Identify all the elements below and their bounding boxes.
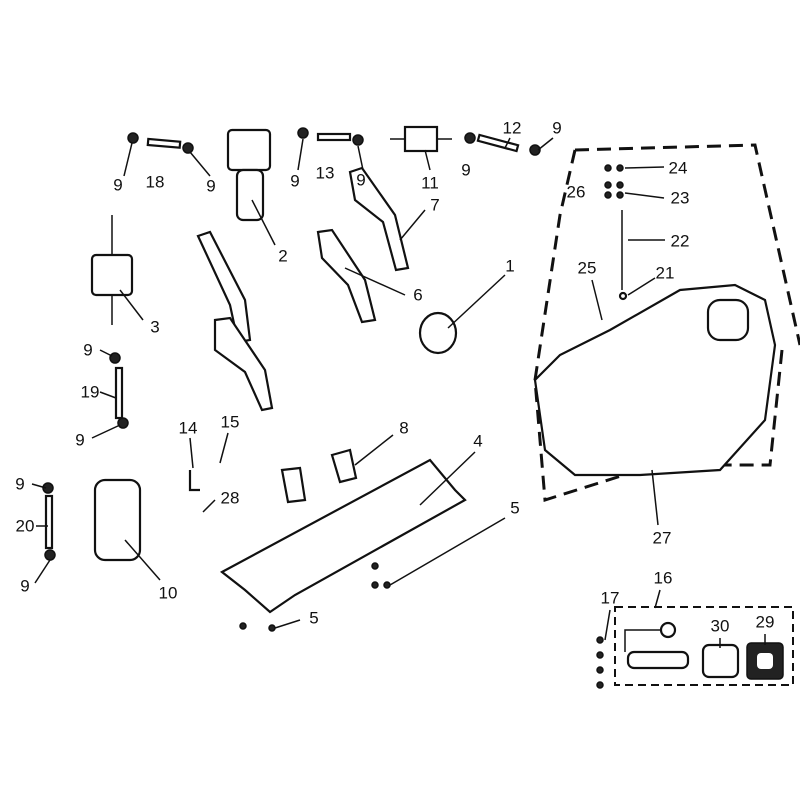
- pad-8b: [330, 448, 358, 484]
- callout-9: 9: [206, 176, 216, 196]
- callout-26: 26: [566, 182, 586, 202]
- callout-27: 27: [652, 528, 672, 548]
- callout-17: 17: [600, 588, 620, 608]
- callout-20: 20: [15, 516, 35, 536]
- callout-5: 5: [510, 498, 520, 518]
- callout-9: 9: [552, 118, 562, 138]
- sender-group-box: [614, 606, 794, 686]
- callout-14: 14: [178, 418, 198, 438]
- callout-30: 30: [710, 616, 730, 636]
- callout-21: 21: [655, 263, 675, 283]
- callout-9: 9: [20, 576, 30, 596]
- inline-filter-11: [390, 125, 452, 153]
- callout-5: 5: [309, 608, 319, 628]
- pad-8a: [280, 466, 307, 504]
- callout-18: 18: [145, 172, 165, 192]
- skid-plate-4: [219, 458, 467, 614]
- callout-19: 19: [80, 382, 100, 402]
- fuel-filter-2: [226, 128, 272, 222]
- callout-9: 9: [356, 170, 366, 190]
- callout-11: 11: [421, 173, 439, 193]
- fuel-cap-1: [418, 311, 458, 355]
- callout-6: 6: [413, 285, 423, 305]
- callout-3: 3: [150, 317, 160, 337]
- callout-9: 9: [461, 160, 471, 180]
- fuel-pump-3: [90, 215, 134, 325]
- callout-9: 9: [290, 171, 300, 191]
- callout-28: 28: [220, 488, 240, 508]
- callout-23: 23: [670, 188, 690, 208]
- callout-29: 29: [755, 612, 775, 632]
- fuel-sender-16: [624, 621, 690, 670]
- screws-17: [596, 636, 604, 689]
- callout-7: 7: [430, 195, 440, 215]
- tank-straps: [196, 166, 410, 412]
- bolts-5: [239, 562, 391, 632]
- callout-24: 24: [668, 158, 688, 178]
- callout-16: 16: [653, 568, 673, 588]
- callout-9: 9: [83, 340, 93, 360]
- callout-1: 1: [505, 256, 515, 276]
- callout-12: 12: [502, 118, 522, 138]
- callout-13: 13: [315, 163, 335, 183]
- leader-lines: [31, 137, 766, 648]
- callout-9: 9: [15, 474, 25, 494]
- gasket-30: [701, 643, 740, 679]
- tank-hardware: [604, 164, 628, 301]
- hose-clamps: [42, 127, 541, 561]
- callout-15: 15: [220, 412, 240, 432]
- callout-2: 2: [278, 246, 288, 266]
- callout-9: 9: [113, 175, 123, 195]
- callout-9: 9: [75, 430, 85, 450]
- callout-4: 4: [473, 431, 483, 451]
- callout-10: 10: [158, 583, 178, 603]
- fuel-filter-10: [93, 478, 142, 562]
- callout-8: 8: [399, 418, 409, 438]
- callout-25: 25: [577, 258, 597, 278]
- fuel-hoses: [44, 132, 520, 550]
- callout-22: 22: [670, 231, 690, 251]
